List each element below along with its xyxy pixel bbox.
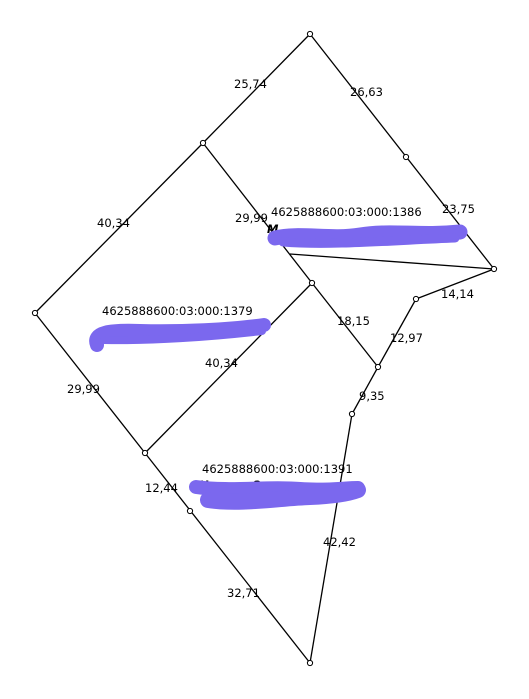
edge-upper-left [34, 142, 204, 314]
vertex [141, 449, 149, 457]
vertex [374, 363, 382, 371]
vertex [31, 309, 39, 317]
edge-right-low [377, 298, 417, 368]
redaction-scribble [89, 318, 271, 352]
vertex [306, 30, 314, 38]
edge-right-vertical [351, 366, 379, 415]
vertex [490, 265, 498, 273]
dimension-label: 12,97 [390, 331, 423, 345]
dimension-label: 42,42 [323, 535, 356, 549]
vertex [199, 139, 207, 147]
redaction-scribble [267, 224, 468, 246]
vertex [402, 153, 410, 161]
parcel-number-left: 4625888600:03:000:1379 [102, 304, 253, 318]
parcel-number-lower: 4625888600:03:000:1391 [202, 462, 353, 476]
boundary-lines [34, 33, 495, 664]
dimension-label: 32,71 [227, 586, 260, 600]
edge-inner-mid [311, 282, 379, 368]
redaction-scribble [278, 233, 460, 248]
dimension-label: 18,15 [337, 314, 370, 328]
edge-top-left [202, 33, 311, 144]
dimension-label: 14,14 [441, 287, 474, 301]
parcel-labels: 4625888600:03:000:1386 4625888600:03:000… [102, 205, 422, 476]
dimension-labels: 25,74 26,63 40,34 29,99 23,75 14,14 18,1… [67, 77, 475, 600]
parcel-number-upper: 4625888600:03:000:1386 [271, 205, 422, 219]
vertices [31, 30, 498, 667]
edge-left-low [34, 312, 146, 454]
edge-inner-top [202, 142, 313, 284]
edge-inner-left [144, 282, 313, 454]
dimension-label: 25,74 [234, 77, 267, 91]
vertex [308, 279, 316, 287]
dimension-label: 12,44 [145, 481, 178, 495]
edge-upper-bottom [289, 253, 495, 270]
vertex [412, 295, 420, 303]
redaction-scribble [100, 327, 266, 345]
dimension-label: 29,99 [235, 211, 268, 225]
vertex [348, 410, 356, 418]
dimension-label: 9,35 [359, 389, 385, 403]
dimension-label: 23,75 [442, 202, 475, 216]
dimension-label: 29,99 [67, 382, 100, 396]
vertex [306, 659, 314, 667]
dimension-label: 40,34 [205, 356, 238, 370]
vertex [186, 507, 194, 515]
redaction-scribble [200, 482, 366, 510]
edge-bottom-left [144, 452, 311, 664]
redaction-marks [89, 224, 468, 510]
dimension-label: 40,34 [97, 216, 130, 230]
edge-bottom-right [309, 413, 353, 664]
dimension-label: 26,63 [350, 85, 383, 99]
edge-right-mid [415, 268, 495, 300]
